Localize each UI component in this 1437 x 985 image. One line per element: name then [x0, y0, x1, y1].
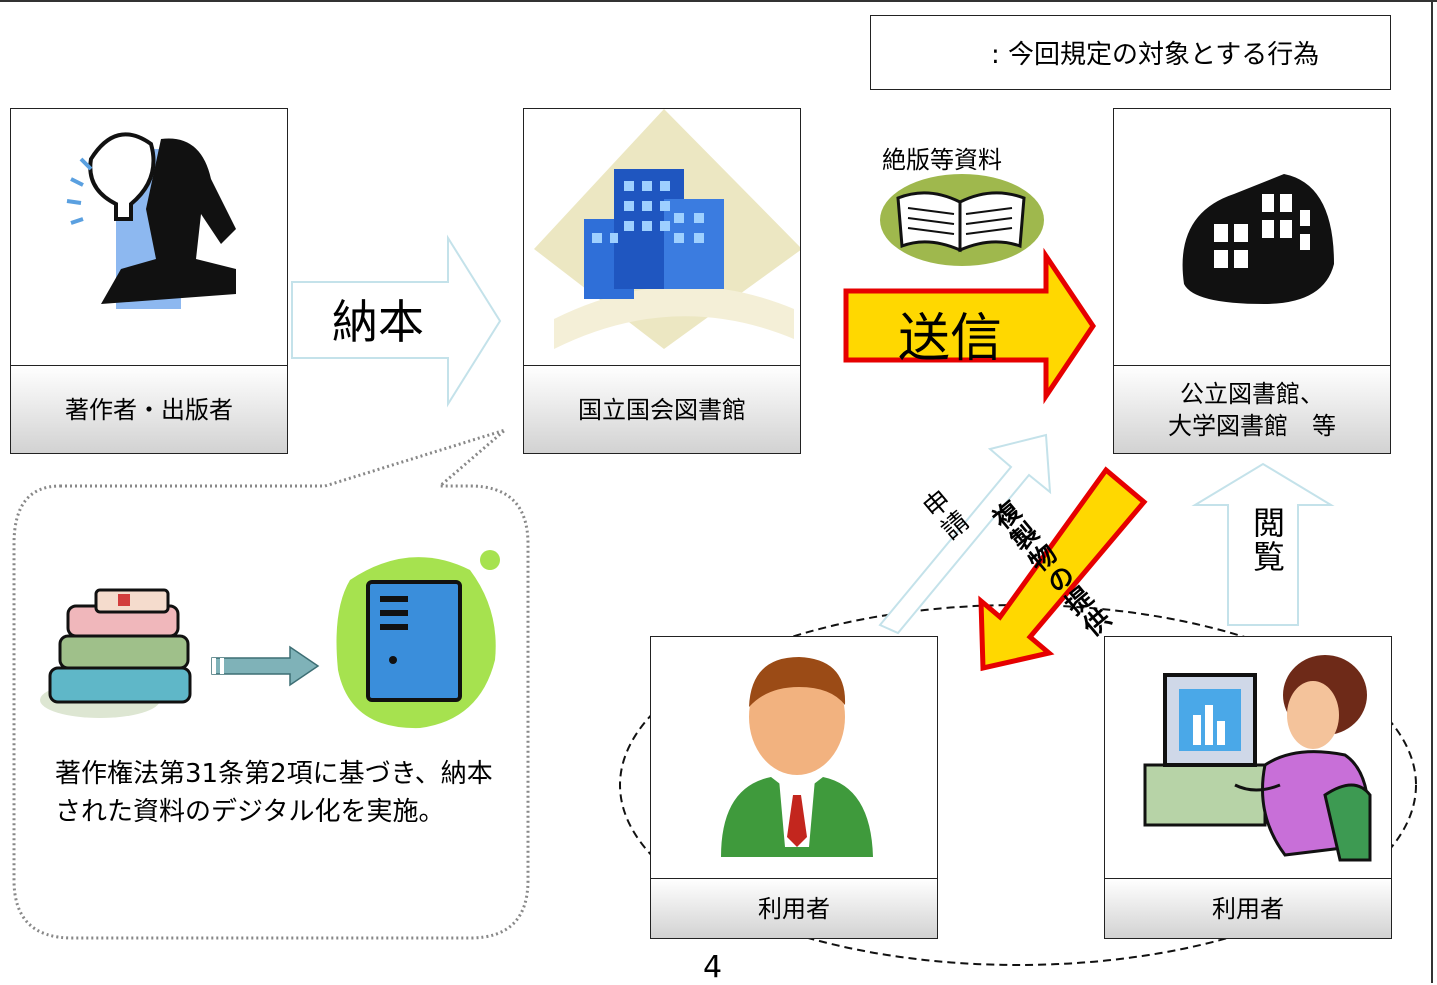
- view-arrow-label: 閲覧: [1248, 506, 1286, 574]
- bubble-text: 著作権法第31条第2項に基づき、納本された資料のデジタル化を実施。: [55, 759, 493, 827]
- user-avatar-icon: [721, 657, 873, 857]
- computer-tower-icon: [336, 550, 500, 729]
- books-icon: [40, 588, 192, 718]
- node-user-left-label: 利用者: [651, 878, 937, 938]
- inventor-clipart-icon: [66, 132, 236, 309]
- node-author: 著作者・出版者: [10, 108, 288, 454]
- right-border: [1431, 0, 1433, 983]
- digitize-arrow: [211, 645, 320, 687]
- node-user-right: 利用者: [1104, 636, 1392, 939]
- library-building-icon: [534, 109, 800, 349]
- node-public-library-label-line2: 大学図書館 等: [1168, 411, 1336, 440]
- copy-provision-arrow: [978, 466, 1148, 672]
- legend-box: : 今回規定の対象とする行為: [870, 15, 1391, 90]
- transmit-arrow-label: 送信: [898, 309, 1003, 369]
- deposit-arrow-label: 納本: [332, 295, 424, 349]
- node-ndl: 国立国会図書館: [523, 108, 801, 454]
- node-ndl-label: 国立国会図書館: [524, 365, 800, 453]
- deposit-arrow: [291, 234, 502, 408]
- transmit-arrow: [843, 247, 1097, 405]
- legend-text: : 今回規定の対象とする行為: [991, 40, 1320, 70]
- user-at-computer-icon: [1143, 655, 1372, 862]
- speech-bubble-outline: [12, 428, 530, 940]
- out-of-print-label: 絶版等資料: [882, 146, 1002, 174]
- node-user-right-label: 利用者: [1105, 878, 1391, 938]
- node-public-library-label-line1: 公立図書館、: [1180, 379, 1324, 408]
- node-user-left: 利用者: [650, 636, 938, 939]
- open-book-icon: [880, 174, 1044, 266]
- node-public-library: 公立図書館、 大学図書館 等: [1113, 108, 1391, 454]
- node-author-label: 著作者・出版者: [11, 365, 287, 453]
- apply-arrow: [878, 433, 1052, 635]
- node-public-library-label: 公立図書館、 大学図書館 等: [1114, 365, 1390, 453]
- top-border: [0, 0, 1437, 2]
- city-buildings-icon: [1182, 174, 1334, 304]
- page-number: 4: [703, 950, 723, 985]
- view-arrow: [1191, 462, 1335, 626]
